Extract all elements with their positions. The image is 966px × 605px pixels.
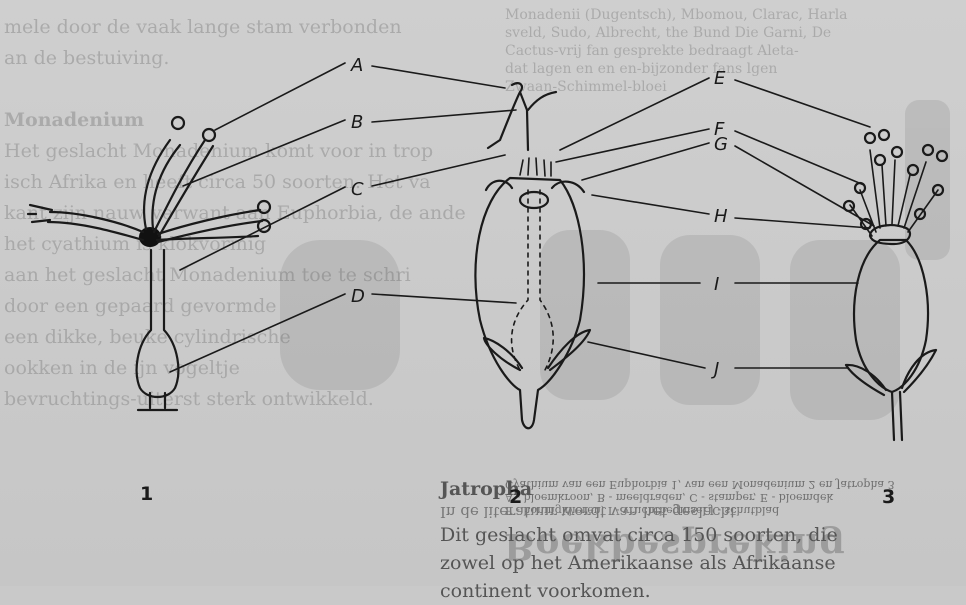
leader-B-2 xyxy=(372,110,516,122)
pistil-2 xyxy=(488,83,556,150)
leader-F-1 xyxy=(556,129,709,162)
label-B: B xyxy=(351,112,363,133)
tip-1b xyxy=(172,117,184,129)
tip-1a xyxy=(28,205,52,222)
leader-E-1 xyxy=(560,78,709,150)
leader-A-2 xyxy=(372,66,505,88)
leader-G-2 xyxy=(735,146,874,226)
book-page: mele door de vaak lange stam verbonden a… xyxy=(0,0,966,586)
label-E: E xyxy=(714,68,726,89)
tip-1d xyxy=(258,201,270,213)
ovary-1 xyxy=(137,250,179,397)
anther-3 xyxy=(879,130,889,140)
leader-H-2 xyxy=(735,218,870,228)
cyathium-figure: 1 2 xyxy=(0,0,966,586)
tip-1c xyxy=(203,129,215,141)
bract-left-2 xyxy=(484,338,522,370)
stalk-1 xyxy=(138,393,177,410)
arm-1 xyxy=(48,212,143,240)
specimen-number-3: 3 xyxy=(882,486,895,508)
stamens-2 xyxy=(520,158,551,176)
leader-lines xyxy=(170,63,874,372)
leader-C-2 xyxy=(372,155,505,186)
specimen-1: 1 xyxy=(28,117,270,505)
label-G: G xyxy=(714,134,728,155)
knot-1 xyxy=(139,227,161,247)
gland-center-2 xyxy=(520,192,548,208)
specimen-number-2: 2 xyxy=(509,486,522,508)
label-C: C xyxy=(351,179,364,200)
leader-H-1 xyxy=(592,195,709,214)
label-D: D xyxy=(351,286,365,307)
label-I: I xyxy=(714,274,719,295)
leader-A-1 xyxy=(215,63,345,130)
label-H: H xyxy=(714,206,728,227)
bleed-shapes xyxy=(280,100,950,420)
label-A: A xyxy=(350,55,363,76)
leader-G-1 xyxy=(582,143,709,180)
anther-3 xyxy=(875,155,885,165)
leader-E-2 xyxy=(735,80,870,127)
specimen-number-1: 1 xyxy=(140,483,153,505)
anther-3 xyxy=(865,133,875,143)
bract-right-3 xyxy=(902,350,936,392)
anther-3 xyxy=(892,147,902,157)
